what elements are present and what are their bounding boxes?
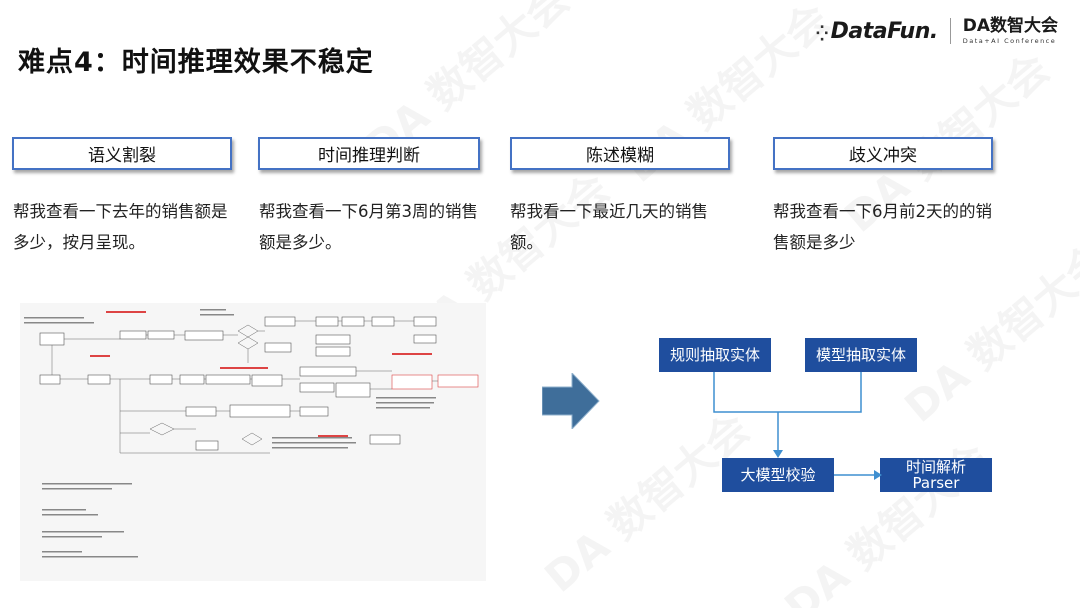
header-logo: ⁛DataFun. DA数智大会 Data+AI Conference — [816, 18, 1058, 45]
time-parser-sublabel: Parser — [912, 474, 960, 492]
category-box-ambiguity: 歧义冲突 — [773, 137, 993, 170]
pipeline-connectors — [713, 372, 882, 480]
logo-divider — [949, 18, 951, 45]
category-box-semantic-split: 语义割裂 — [12, 137, 232, 170]
page-title: 难点4：时间推理效果不稳定 — [18, 47, 374, 78]
da-conference-logo: DA数智大会 Data+AI Conference — [962, 16, 1058, 45]
merge-connector — [713, 372, 862, 413]
dots-icon: ⁛ — [815, 25, 828, 42]
example-text-semantic-split: 帮我查看一下去年的销售额是多少，按月呈现。 — [13, 202, 228, 252]
model-extract-box: 模型抽取实体 — [805, 338, 917, 372]
arrow-head-icon — [874, 470, 882, 480]
category-box-vague-statement: 陈述模糊 — [510, 137, 730, 170]
datafun-logo: ⁛DataFun. — [815, 18, 938, 44]
category-box-time-reasoning: 时间推理判断 — [258, 137, 480, 170]
example-text-time-reasoning: 帮我查看一下6月第3周的销售额是多少。 — [259, 202, 478, 252]
example-text-vague-statement: 帮我看一下最近几天的销售额。 — [510, 202, 708, 252]
flowchart-screenshot — [20, 303, 486, 581]
flowchart-image — [24, 309, 479, 558]
llm-verify-box: 大模型校验 — [722, 458, 834, 492]
time-parser-box: 时间解析 Parser — [880, 458, 992, 492]
rule-extract-box: 规则抽取实体 — [659, 338, 771, 372]
time-parser-label: 时间解析 — [905, 458, 966, 476]
arrow-head-icon — [773, 450, 783, 458]
example-text-ambiguity: 帮我查看一下6月前2天的的销售额是多少 — [773, 202, 992, 252]
right-arrow-icon — [542, 373, 600, 429]
